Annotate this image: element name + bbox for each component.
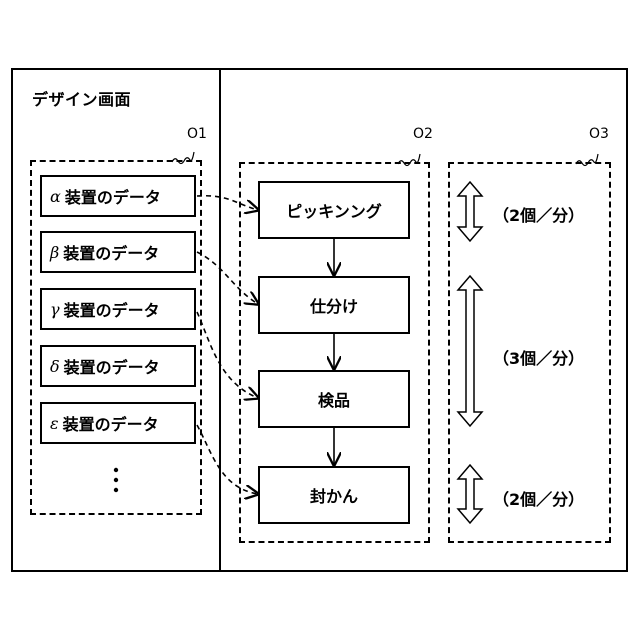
- ref-leader-o3: [576, 154, 598, 166]
- range-arrow-picking: [458, 182, 482, 241]
- link-beta-to-sorting: [197, 252, 258, 304]
- ref-leader-o2: [398, 154, 420, 166]
- link-epsilon-to-sealing: [197, 425, 258, 494]
- range-arrow-sorting-inspection: [458, 276, 482, 426]
- link-alpha-to-picking: [197, 196, 258, 210]
- ref-leader-o1: [172, 152, 194, 164]
- link-gamma-to-inspection: [197, 312, 258, 398]
- range-arrow-sealing: [458, 465, 482, 523]
